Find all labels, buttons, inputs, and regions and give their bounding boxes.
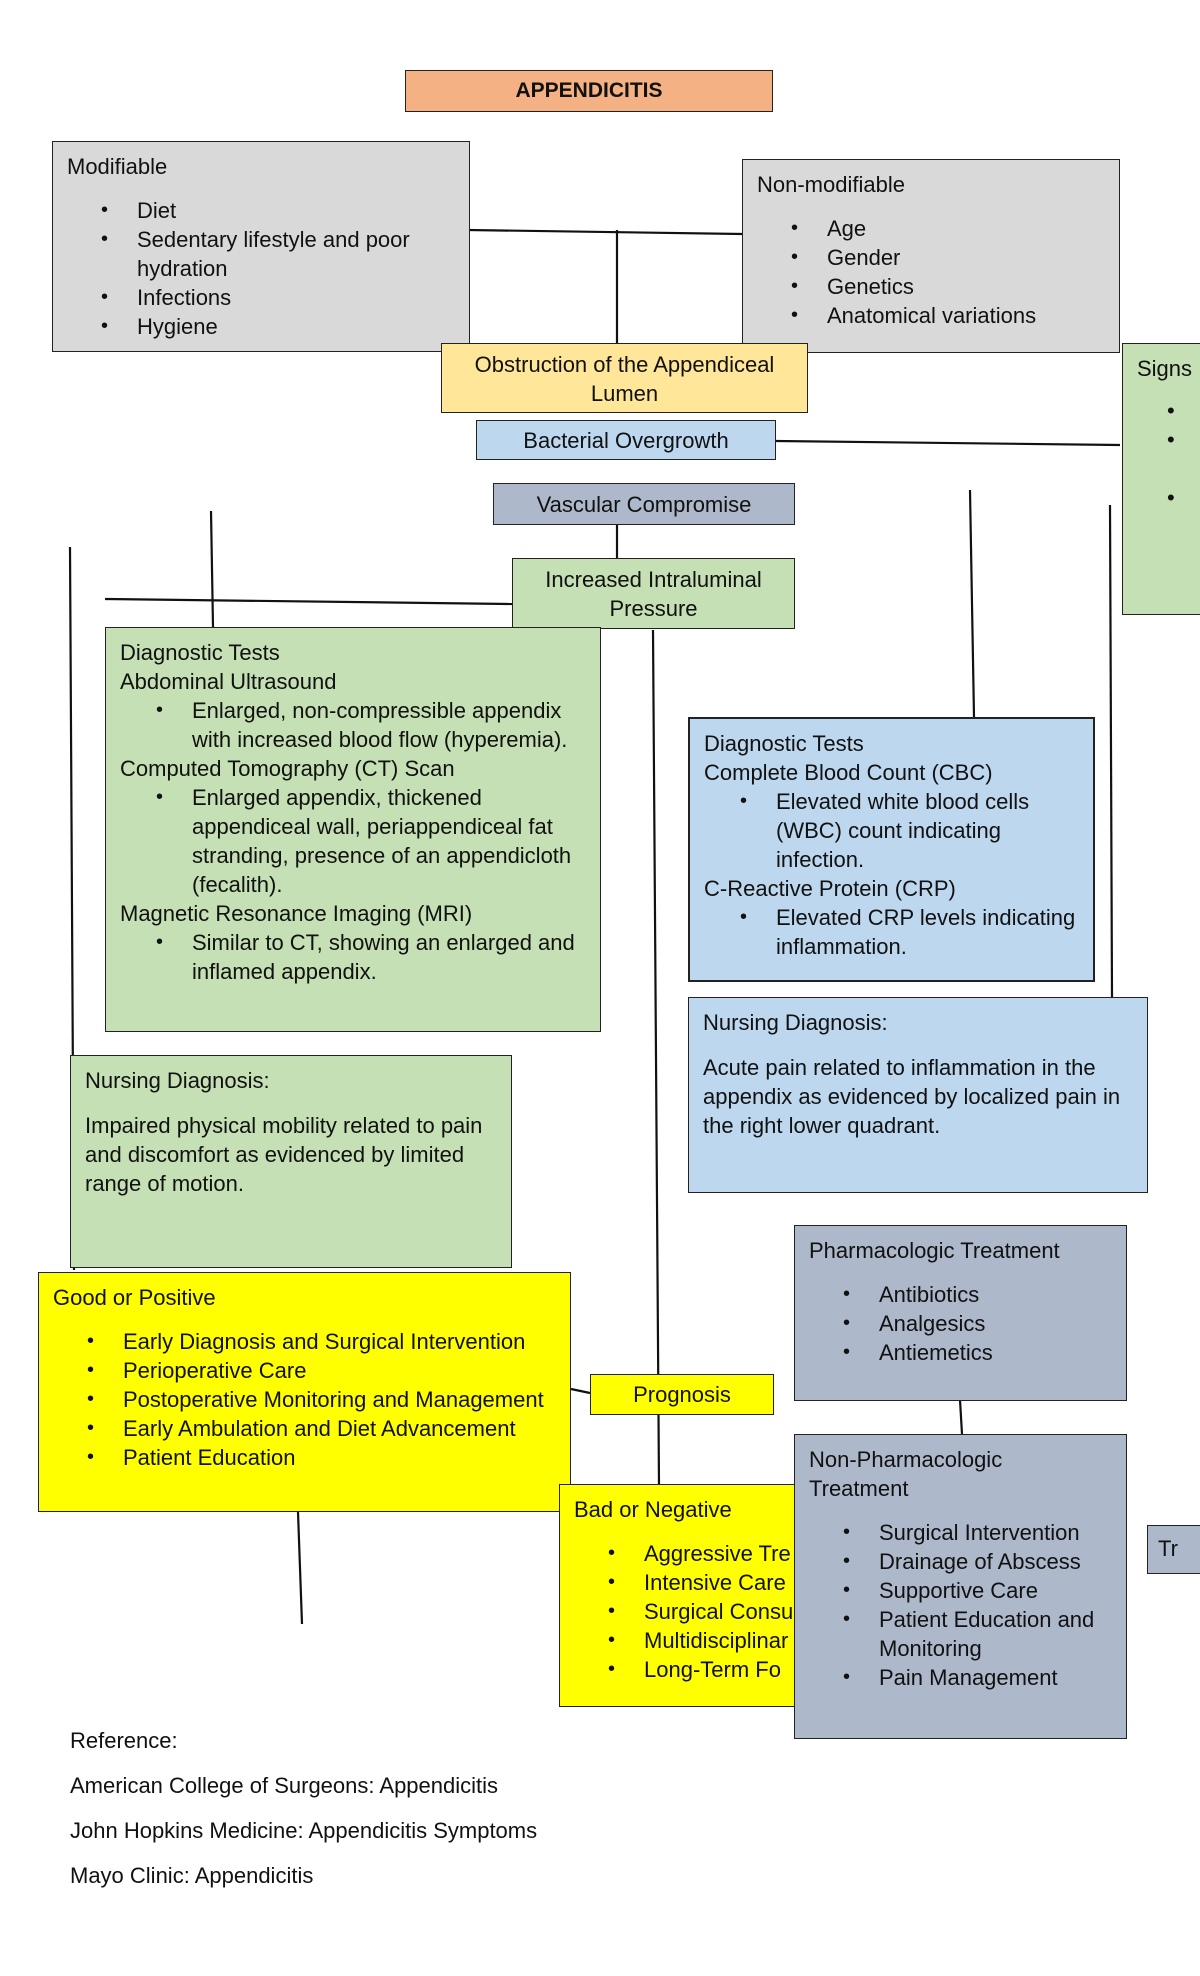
nursing-diagnosis-text: Impaired physical mobility related to pa… [85, 1113, 483, 1196]
nursing-diagnosis-mobility-box: Nursing Diagnosis: Impaired physical mob… [70, 1055, 512, 1268]
good-prognosis-item: Early Ambulation and Diet Advancement [87, 1414, 556, 1443]
intraluminal-pressure-box: Increased Intraluminal Pressure [512, 558, 795, 629]
ultrasound-finding: Enlarged, non-compressible appendix with… [156, 696, 586, 754]
crp-title: C-Reactive Protein (CRP) [704, 876, 956, 901]
non-modifiable-box: Non-modifiable Age Gender Genetics Anato… [742, 159, 1120, 353]
prognosis-label: Prognosis [633, 1382, 731, 1407]
modifiable-heading: Modifiable [67, 154, 168, 179]
good-prognosis-item: Patient Education [87, 1443, 556, 1472]
reference-item: American College of Surgeons: Appendicit… [70, 1773, 499, 1798]
good-prognosis-heading: Good or Positive [53, 1285, 216, 1310]
signs-box: Signs • • • [1122, 343, 1200, 615]
non-modifiable-item: Age [791, 214, 1105, 243]
crp-finding: Elevated CRP levels indicating inflammat… [740, 903, 1079, 961]
modifiable-box: Modifiable Diet Sedentary lifestyle and … [52, 141, 470, 352]
diagnostic-lab-box: Diagnostic Tests Complete Blood Count (C… [688, 717, 1095, 982]
non-pharmacologic-item: Patient Education and Monitoring [843, 1605, 1112, 1663]
pharmacologic-item: Antibiotics [843, 1280, 1112, 1309]
nursing-diagnosis-heading: Nursing Diagnosis: [703, 1010, 888, 1035]
non-modifiable-item: Anatomical variations [791, 301, 1105, 330]
non-modifiable-item: Gender [791, 243, 1105, 272]
non-pharmacologic-item: Supportive Care [843, 1576, 1112, 1605]
nursing-diagnosis-heading: Nursing Diagnosis: [85, 1068, 270, 1093]
non-modifiable-heading: Non-modifiable [757, 172, 905, 197]
bacterial-overgrowth-box: Bacterial Overgrowth [476, 420, 776, 460]
cbc-title: Complete Blood Count (CBC) [704, 760, 993, 785]
signs-heading: Signs [1137, 356, 1193, 381]
vascular-compromise-box: Vascular Compromise [493, 483, 795, 525]
diagnostic-imaging-box: Diagnostic Tests Abdominal Ultrasound En… [105, 627, 601, 1032]
title-box: APPENDICITIS [405, 70, 773, 112]
bad-prognosis-heading: Bad or Negative [574, 1497, 732, 1522]
good-prognosis-item: Postoperative Monitoring and Management [87, 1385, 556, 1414]
reference-item: John Hopkins Medicine: Appendicitis Symp… [70, 1818, 538, 1843]
diagnostic-heading: Diagnostic Tests [120, 640, 280, 665]
pharmacologic-item: Analgesics [843, 1309, 1112, 1338]
modifiable-item: Hygiene [101, 312, 455, 341]
bad-prognosis-item: Multidisciplinar [608, 1626, 794, 1655]
good-prognosis-box: Good or Positive Early Diagnosis and Sur… [38, 1272, 571, 1512]
bacterial-overgrowth-label: Bacterial Overgrowth [523, 428, 729, 453]
tr-label: Tr [1158, 1536, 1178, 1561]
mri-finding: Similar to CT, showing an enlarged and i… [156, 928, 586, 986]
reference-heading: Reference: [70, 1728, 178, 1753]
non-pharmacologic-item: Drainage of Abscess [843, 1547, 1112, 1576]
non-pharmacologic-item: Surgical Intervention [843, 1518, 1112, 1547]
ct-finding: Enlarged appendix, thickened appendiceal… [156, 783, 586, 899]
non-pharmacologic-heading: Non-Pharmacologic Treatment [809, 1447, 1003, 1501]
diagram-title: APPENDICITIS [515, 79, 663, 102]
bad-prognosis-item: Intensive Care [608, 1568, 794, 1597]
signs-bullet: • [1167, 427, 1175, 452]
pharmacologic-heading: Pharmacologic Treatment [809, 1238, 1060, 1263]
obstruction-label: Obstruction of the Appendiceal Lumen [474, 352, 775, 406]
modifiable-item: Diet [101, 196, 455, 225]
non-modifiable-item: Genetics [791, 272, 1105, 301]
signs-bullet: • [1167, 398, 1175, 423]
pharmacologic-treatment-box: Pharmacologic Treatment Antibiotics Anal… [794, 1225, 1127, 1401]
tr-box: Tr [1147, 1525, 1200, 1574]
prognosis-box: Prognosis [590, 1374, 774, 1415]
ct-title: Computed Tomography (CT) Scan [120, 756, 455, 781]
ultrasound-title: Abdominal Ultrasound [120, 669, 337, 694]
bad-prognosis-item: Long-Term Fo [608, 1655, 794, 1684]
obstruction-box: Obstruction of the Appendiceal Lumen [441, 343, 808, 413]
cbc-finding: Elevated white blood cells (WBC) count i… [740, 787, 1079, 874]
mri-title: Magnetic Resonance Imaging (MRI) [120, 901, 473, 926]
diagnostic-heading: Diagnostic Tests [704, 731, 864, 756]
modifiable-item: Infections [101, 283, 455, 312]
good-prognosis-item: Perioperative Care [87, 1356, 556, 1385]
nursing-diagnosis-pain-box: Nursing Diagnosis: Acute pain related to… [688, 997, 1148, 1193]
reference-item: Mayo Clinic: Appendicitis [70, 1863, 314, 1888]
good-prognosis-item: Early Diagnosis and Surgical Interventio… [87, 1327, 556, 1356]
signs-bullet: • [1167, 485, 1175, 510]
pharmacologic-item: Antiemetics [843, 1338, 1112, 1367]
nursing-diagnosis-text: Acute pain related to inflammation in th… [703, 1055, 1121, 1138]
intraluminal-pressure-label: Increased Intraluminal Pressure [545, 567, 762, 621]
non-pharmacologic-treatment-box: Non-Pharmacologic Treatment Surgical Int… [794, 1434, 1127, 1739]
modifiable-item: Sedentary lifestyle and poor hydration [101, 225, 455, 283]
bad-prognosis-box: Bad or Negative Aggressive Tre Intensive… [559, 1484, 809, 1707]
non-pharmacologic-item: Pain Management [843, 1663, 1112, 1692]
bad-prognosis-item: Surgical Consu [608, 1597, 794, 1626]
vascular-compromise-label: Vascular Compromise [536, 492, 752, 517]
bad-prognosis-item: Aggressive Tre [608, 1539, 794, 1568]
